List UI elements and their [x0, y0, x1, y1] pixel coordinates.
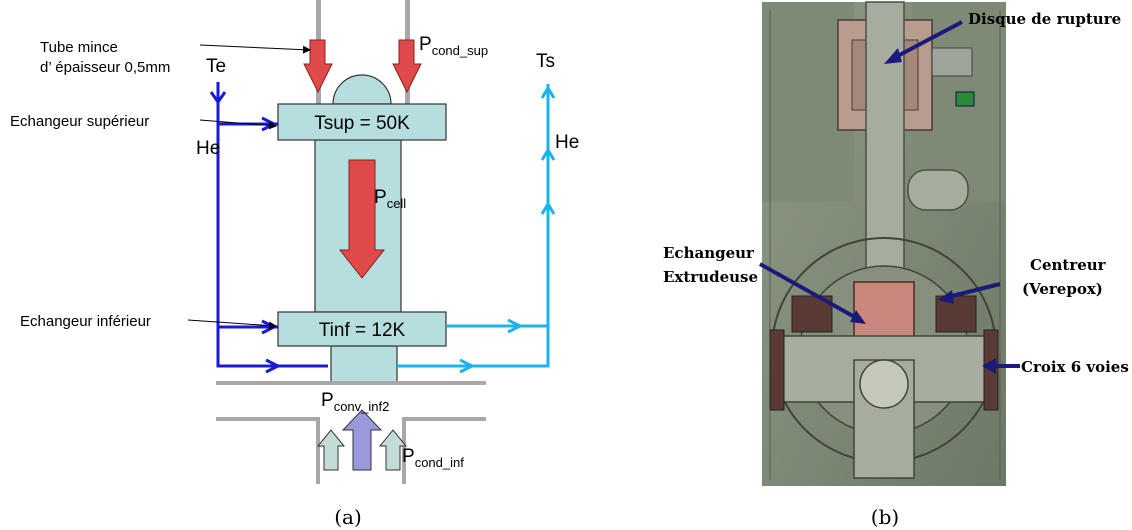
- label-echangeur-1: Echangeur: [663, 244, 755, 262]
- cad-green-knob: [955, 91, 975, 107]
- caption-b: (b): [871, 505, 899, 529]
- label-tube-line1: Tube mince: [40, 39, 118, 56]
- label-echangeur-2: Extrudeuse: [663, 268, 758, 286]
- he-outlet-line: [397, 84, 550, 368]
- upper-exchanger-box: [277, 103, 447, 141]
- dome: [332, 74, 392, 105]
- label-p-conv-inf2: Pconv_inf2: [321, 390, 389, 414]
- he-outlet-arrowhead-upper: [540, 147, 556, 161]
- label-disque: Disque de rupture: [968, 10, 1121, 28]
- leader-ech-sup: [199, 119, 277, 130]
- label-te: Te: [206, 56, 226, 77]
- he-outlet-arrowhead-branch: [507, 318, 524, 334]
- label-p-cell: Pcell: [374, 187, 406, 211]
- p-cond-sup-arrow-right: [392, 39, 422, 94]
- label-croix: Croix 6 voies: [1021, 358, 1129, 376]
- label-he-left: He: [196, 138, 220, 159]
- cad-right-fitting: [931, 47, 973, 77]
- label-ech-inf: Echangeur inférieur: [20, 313, 151, 330]
- he-inlet-arrowhead-bottom: [265, 358, 282, 374]
- cad-flange-left: [769, 329, 785, 411]
- label-he-right: He: [555, 132, 579, 153]
- pointer-disque: [889, 20, 963, 62]
- upper-exchanger-temp: Tsup = 50K: [314, 113, 410, 134]
- pointer-disque-head: [884, 48, 902, 64]
- he-outlet-arrowhead-mid: [540, 201, 556, 215]
- cad-central-tube: [865, 1, 905, 303]
- he-inlet-arrowhead-top: [209, 91, 227, 105]
- pointer-echangeur: [759, 262, 861, 322]
- cell-bottom-stub: [330, 345, 398, 385]
- bottom-pipe-left: [216, 417, 320, 484]
- leader-ech-inf: [187, 319, 277, 330]
- label-centreur-1: Centreur: [1030, 256, 1107, 274]
- leader-tube: [199, 44, 311, 54]
- caption-a: (a): [334, 505, 362, 529]
- p-cond-inf-arrow-left: [316, 429, 346, 471]
- pointer-centreur-head: [938, 290, 954, 304]
- cad-cross-center: [859, 359, 909, 409]
- lower-exchanger-temp: Tinf = 12K: [319, 320, 406, 341]
- label-p-cond-sup: Pcond_sup: [419, 34, 488, 58]
- label-p-cond-inf: Pcond_inf: [402, 446, 464, 470]
- cad-centreur-right: [935, 295, 977, 333]
- he-outlet-arrowhead-top: [540, 85, 556, 99]
- p-cond-inf-arrow-right: [378, 429, 408, 471]
- pointer-echangeur-head: [850, 310, 866, 324]
- label-ech-sup: Echangeur supérieur: [10, 113, 149, 130]
- bottom-pipe-right: [402, 417, 486, 484]
- pointer-croix-head: [982, 358, 996, 374]
- pointer-centreur: [943, 282, 1001, 300]
- lower-exchanger-box: [277, 311, 447, 347]
- label-ts: Ts: [536, 51, 555, 72]
- p-cond-sup-arrow-left: [303, 39, 333, 94]
- p-cell-arrow: [338, 159, 386, 279]
- p-conv-inf2-arrow: [341, 409, 383, 471]
- label-tube-line2: d’ épaisseur 0,5mm: [40, 59, 170, 76]
- he-outlet-arrowhead-bottom: [459, 358, 476, 374]
- label-centreur-2: (Verepox): [1022, 280, 1103, 298]
- panel-b-cad-image: Disque de rupture Echangeur Extrudeuse C…: [663, 1, 1129, 529]
- panel-a-schematic: Tsup = 50K Tinf = 12K: [10, 0, 579, 529]
- he-inlet-line: [216, 82, 328, 368]
- cad-side-pipe: [907, 169, 969, 211]
